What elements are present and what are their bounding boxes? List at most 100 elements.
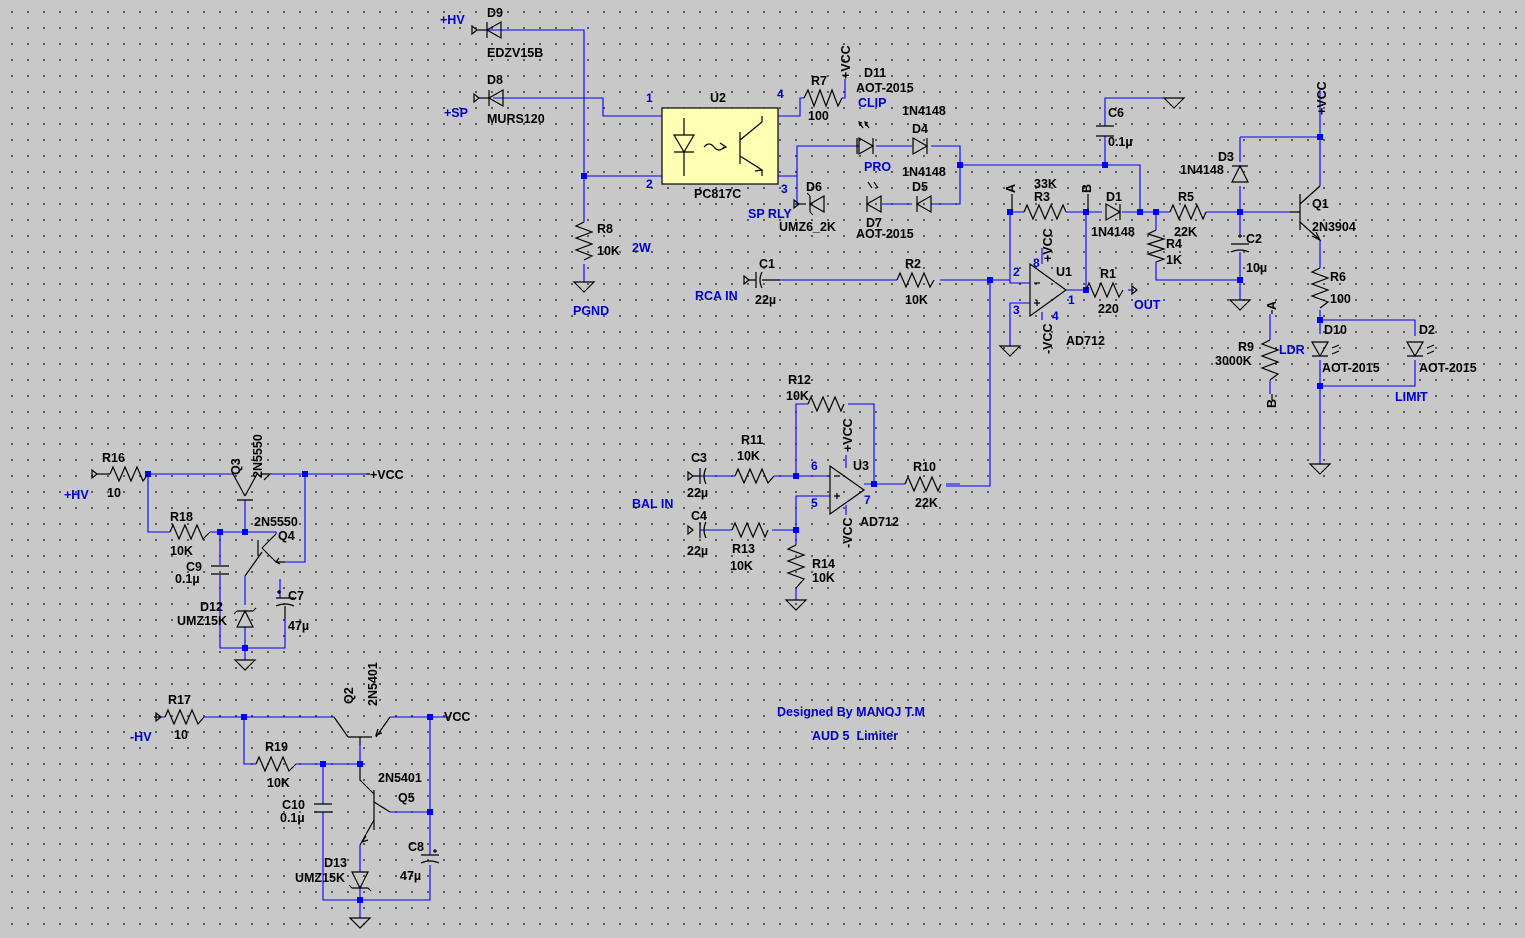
- val-r9: 3000K: [1215, 354, 1252, 368]
- u2-pin-4: 4: [777, 87, 784, 101]
- transistor-q2-symbol: [333, 716, 391, 738]
- val-q1: 2N3904: [1312, 220, 1356, 234]
- net-nvcc-u1: -VCC: [1041, 323, 1055, 354]
- capacitor-c7-symbol: [275, 597, 295, 619]
- ref-r19: R19: [265, 740, 288, 754]
- diode-d5-symbol: [915, 194, 932, 214]
- ref-r6: R6: [1330, 270, 1346, 284]
- u1-pin-3: 3: [1013, 303, 1020, 317]
- net-hv-reg: +HV: [64, 488, 89, 502]
- net-vcc-u1: +VCC: [1041, 228, 1055, 262]
- val-q2: 2N5401: [366, 662, 380, 706]
- net-pro: PRO: [864, 160, 891, 174]
- net-vcc-neg: VCC: [444, 710, 470, 724]
- ref-d2: D2: [1419, 323, 1435, 337]
- net-vcc-u3: +VCC: [841, 418, 855, 452]
- val-d1: 1N4148: [1091, 225, 1135, 239]
- ref-r4: R4: [1166, 237, 1182, 251]
- ref-r2: R2: [905, 257, 921, 271]
- ref-d3: D3: [1218, 150, 1234, 164]
- resistor-r11-symbol: [734, 467, 775, 485]
- resistor-r16-symbol: [109, 465, 149, 483]
- ref-d4: D4: [912, 122, 928, 136]
- transistor-q3-symbol: [232, 473, 272, 501]
- val-q4: 2N5550: [254, 515, 298, 529]
- val-r6: 100: [1330, 292, 1351, 306]
- ldr-r9-symbol: [1260, 339, 1280, 381]
- val-d4-top: 1N4148: [902, 104, 946, 118]
- resistor-r4-symbol: [1145, 229, 1167, 263]
- resistor-r3-symbol: [1023, 203, 1067, 221]
- u2-pin-2: 2: [646, 177, 653, 191]
- resistor-r17-symbol: [164, 708, 205, 726]
- val-r12: 10K: [786, 389, 809, 403]
- ref-c7: C7: [288, 589, 304, 603]
- diode-d1-symbol: [1105, 202, 1122, 222]
- zener-d6-symbol: [806, 192, 825, 216]
- transistor-q1-symbol: [1290, 185, 1322, 242]
- net-a-r9: A: [1265, 301, 1279, 310]
- net-2w: 2W: [632, 241, 651, 255]
- u2-pin-3: 3: [781, 182, 788, 196]
- net-ldr: LDR: [1279, 343, 1305, 357]
- resistor-r7-symbol: [803, 88, 843, 108]
- net-b-r9: B: [1265, 399, 1279, 408]
- val-d12: UMZ15K: [177, 614, 227, 628]
- ground-u1: [998, 345, 1022, 357]
- ground-d12: [233, 659, 257, 671]
- ref-d6: D6: [806, 180, 822, 194]
- capacitor-c8-symbol: [420, 854, 440, 864]
- resistor-r1-symbol: [1085, 281, 1124, 299]
- u3-pin-6: 6: [811, 459, 818, 473]
- ref-q5: Q5: [398, 791, 415, 805]
- ref-d7: D7: [866, 216, 882, 230]
- ref-c3: C3: [691, 451, 707, 465]
- val-c7: 47µ: [288, 619, 309, 633]
- resistor-r18-symbol: [169, 523, 211, 541]
- labels: +HV D9 EDZV15B D8 +SP MURS120 U2 1 2 3 4…: [64, 6, 1477, 885]
- ground-c2: [1228, 299, 1252, 311]
- ground-d10: [1308, 463, 1332, 475]
- resistor-r2-symbol: [896, 271, 935, 289]
- val-r14: 10K: [812, 571, 835, 585]
- ref-r16: R16: [102, 451, 125, 465]
- val-r4: 1K: [1166, 253, 1182, 267]
- ref-c6: C6: [1108, 106, 1124, 120]
- port-flags: [471, 24, 800, 286]
- val-c3: 22µ: [687, 486, 708, 500]
- ref-d12: D12: [200, 600, 223, 614]
- capacitor-c9-symbol: [211, 565, 229, 575]
- ref-d10: D10: [1324, 323, 1347, 337]
- ref-r13: R13: [732, 542, 755, 556]
- val-c4: 22µ: [687, 544, 708, 558]
- val-d6: UMZ6_2K: [779, 220, 836, 234]
- led-d7-symbol: [865, 194, 882, 214]
- val-c6: 0.1µ: [1108, 135, 1133, 149]
- ref-r5: R5: [1178, 190, 1194, 204]
- junctions: [145, 134, 1323, 903]
- val-u3: AD712: [860, 515, 899, 529]
- val-c2: 10µ: [1246, 261, 1267, 275]
- val-d3: 1N4148: [1180, 163, 1224, 177]
- val-c10: 0.1µ: [280, 811, 305, 825]
- resistor-r13-symbol: [731, 521, 769, 539]
- u1-pin-4: 4: [1052, 309, 1059, 323]
- net-b-u1: B: [1080, 184, 1094, 193]
- components: [91, 20, 1435, 929]
- ref-r8: R8: [597, 222, 613, 236]
- ground-d13: [348, 917, 372, 929]
- net-vcc-q1: +VCC: [1315, 81, 1329, 115]
- ref-c2: C2: [1246, 232, 1262, 246]
- net-bal-in: BAL IN: [632, 497, 673, 511]
- net-pgnd: PGND: [573, 304, 609, 318]
- ref-u3: U3: [853, 459, 869, 473]
- u3-pin-7: 7: [864, 493, 871, 507]
- net-nvcc-u3: -VCC: [841, 517, 855, 548]
- val-r2: 10K: [905, 293, 928, 307]
- resistor-r6-symbol: [1310, 267, 1330, 309]
- resistor-r12-symbol: [807, 395, 845, 413]
- led-d10-symbol: [1310, 341, 1330, 358]
- ref-c4: C4: [691, 509, 707, 523]
- resistor-r10-symbol: [904, 475, 942, 493]
- val-r10: 22K: [915, 496, 938, 510]
